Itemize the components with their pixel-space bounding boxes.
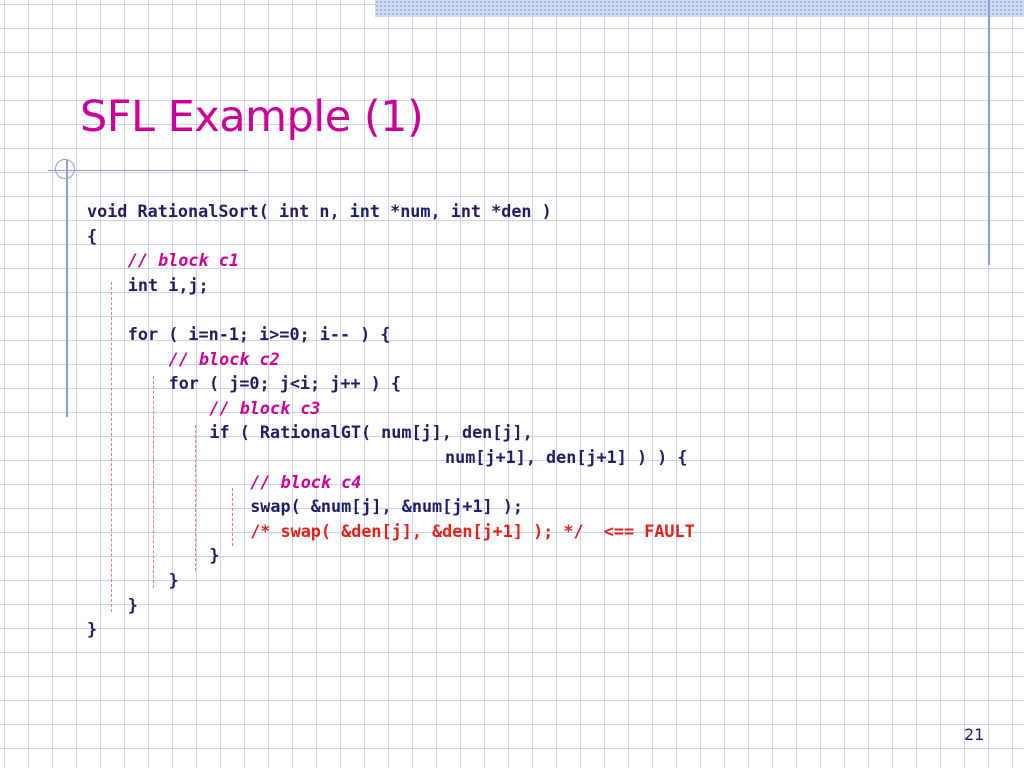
code-line: // block c3 bbox=[209, 397, 321, 418]
code-line: if ( RationalGT( num[j], den[j], bbox=[209, 422, 533, 443]
block-c2-marker bbox=[153, 376, 154, 588]
slide-title: SFL Example (1) bbox=[80, 92, 424, 142]
code-line: } bbox=[87, 619, 98, 640]
code-line: void RationalSort( int n, int *num, int … bbox=[87, 201, 552, 221]
code-line: for ( i=n-1; i>=0; i-- ) { bbox=[127, 323, 391, 344]
code-line: for ( j=0; j<i; j++ ) { bbox=[168, 373, 401, 394]
right-decorative-line bbox=[988, 0, 990, 265]
code-block: void RationalSort( int n, int *num, int … bbox=[87, 199, 695, 642]
code-line bbox=[87, 297, 695, 322]
page-number: 21 bbox=[964, 725, 985, 744]
code-line: // block c4 bbox=[250, 471, 362, 492]
block-c4-marker bbox=[232, 488, 233, 546]
block-c1-marker bbox=[111, 282, 112, 612]
code-line: // block c1 bbox=[127, 250, 239, 271]
code-line: swap( &num[j], &num[j+1] ); bbox=[250, 496, 523, 517]
code-line: } bbox=[168, 569, 179, 590]
block-c3-marker bbox=[195, 425, 196, 571]
title-underline bbox=[48, 170, 248, 171]
crosshair-circle-icon bbox=[55, 159, 75, 179]
code-line: num[j+1], den[j+1] ) ) { bbox=[445, 446, 688, 467]
code-line: { bbox=[87, 225, 98, 246]
top-decorative-band bbox=[375, 0, 1024, 17]
code-line: /* swap( &den[j], &den[j+1] ); */ <== FA… bbox=[250, 520, 695, 541]
code-line: } bbox=[209, 545, 220, 566]
code-line: } bbox=[127, 594, 138, 615]
code-line: int i,j; bbox=[127, 274, 209, 295]
left-decorative-line bbox=[66, 160, 68, 417]
code-line: // block c2 bbox=[168, 348, 280, 369]
